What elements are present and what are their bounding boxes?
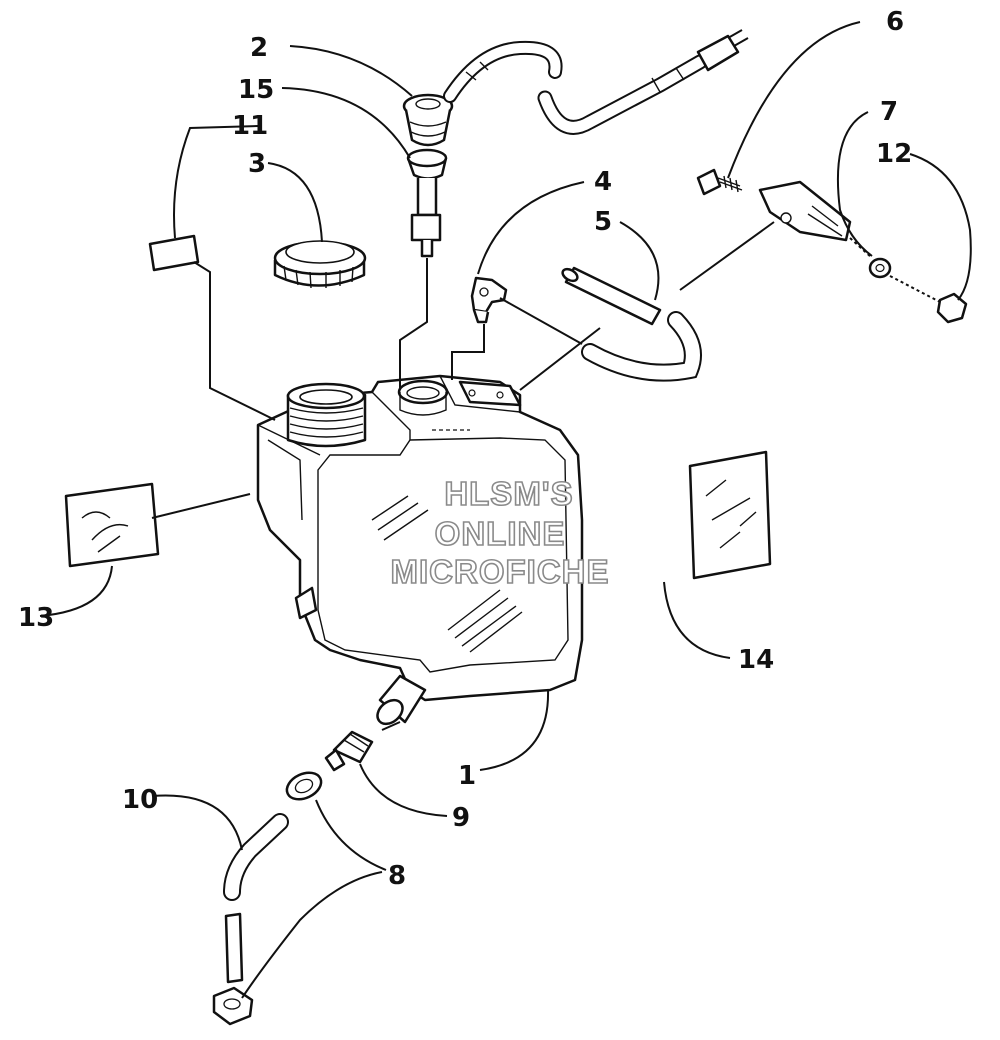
callout-8: 8 [388,861,406,891]
callout-4: 4 [594,167,612,197]
decal-left [64,482,160,568]
outlet-fitting [324,730,374,772]
leader-lines [39,21,972,999]
callout-7: 7 [880,97,898,127]
callout-1: 1 [458,761,476,791]
watermark-line-3: MICROFICHE [391,553,610,590]
callout-12: 12 [876,139,912,169]
callout-11: 11 [232,111,268,141]
vent-hose [561,266,702,382]
hose-clamp-upper [285,771,323,801]
watermark-line-1: HLSM'S [444,475,573,512]
callout-9: 9 [452,803,470,833]
callout-labels: 1 2 3 4 5 6 7 8 9 10 11 12 13 14 15 [18,7,912,891]
level-sender [402,93,454,258]
callout-5: 5 [594,207,612,237]
elbow-fitting [470,276,508,324]
callout-6: 6 [886,7,904,37]
watermark: HLSM'S ONLINE MICROFICHE [390,474,610,591]
sender-wire-harness [443,29,749,135]
watermark-line-2: ONLINE [435,515,566,552]
callout-14: 14 [738,645,774,675]
bracket-hardware [696,168,968,324]
fuel-hose [223,813,289,984]
callout-3: 3 [248,149,266,179]
decal-right [688,450,772,580]
filler-cap [273,240,367,289]
decal-small [148,234,200,272]
callout-13: 13 [18,603,54,633]
callout-15: 15 [238,75,274,105]
callout-2: 2 [250,33,268,63]
oil-tank [256,374,584,726]
callout-10: 10 [122,785,158,815]
